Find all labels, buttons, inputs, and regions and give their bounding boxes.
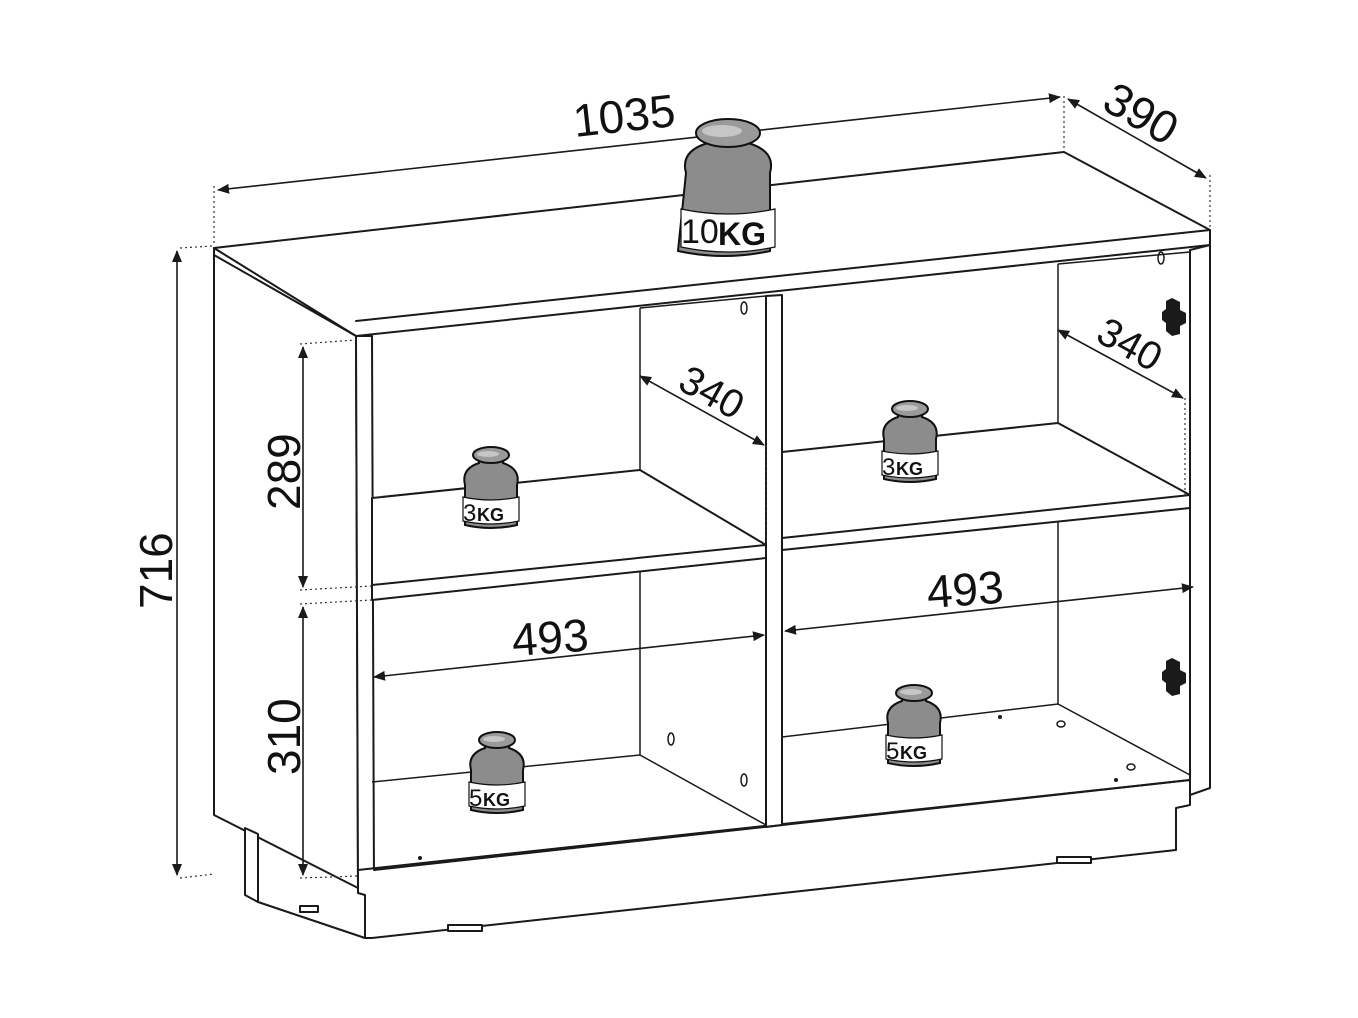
upper-compartment-height-label: 289 (258, 433, 310, 510)
central-divider (765, 294, 783, 828)
weight-lower-right-number: 5 (886, 738, 899, 765)
weight-top-number: 10 (681, 213, 719, 251)
upper-shelf-left (371, 469, 767, 601)
depth-label: 390 (1095, 72, 1187, 155)
weight-icon-top: 10 KG (676, 118, 776, 257)
weight-icon-lower-left: 5 KG (468, 731, 526, 814)
foot-left (299, 905, 319, 913)
left-side-panel (213, 247, 359, 889)
weight-upper-left-unit: KG (477, 505, 504, 525)
weight-upper-right-number: 3 (882, 454, 895, 481)
cabinet-body (213, 151, 1211, 939)
weight-icon-upper-left: 3 KG (462, 446, 520, 529)
dimension-lines (172, 93, 1211, 879)
lower-compartment-height-label: 310 (258, 698, 310, 775)
foot-mid (447, 924, 483, 932)
hinge-upper (1162, 298, 1186, 336)
inner-depth-right-label: 340 (1090, 309, 1170, 380)
weight-top-unit: KG (718, 216, 766, 252)
leg-left (244, 827, 259, 903)
weight-icon-lower-right: 5 KG (885, 684, 943, 767)
inner-depth-left-label: 340 (672, 357, 752, 428)
width-label: 1035 (570, 84, 677, 147)
weight-upper-left-number: 3 (463, 500, 476, 527)
left-front-edge (355, 335, 375, 889)
weight-icon-upper-right: 3 KG (881, 400, 939, 483)
height-label: 716 (130, 532, 182, 609)
right-side-panel (1189, 244, 1211, 796)
hinge-lower (1162, 658, 1186, 696)
inner-width-left-label: 493 (510, 609, 590, 666)
weight-lower-left-unit: KG (483, 790, 510, 810)
inner-width-right-label: 493 (925, 561, 1005, 618)
weight-lower-right-unit: KG (900, 743, 927, 763)
weight-lower-left-number: 5 (469, 785, 482, 812)
foot-right (1056, 856, 1092, 864)
weight-upper-right-unit: KG (896, 459, 923, 479)
